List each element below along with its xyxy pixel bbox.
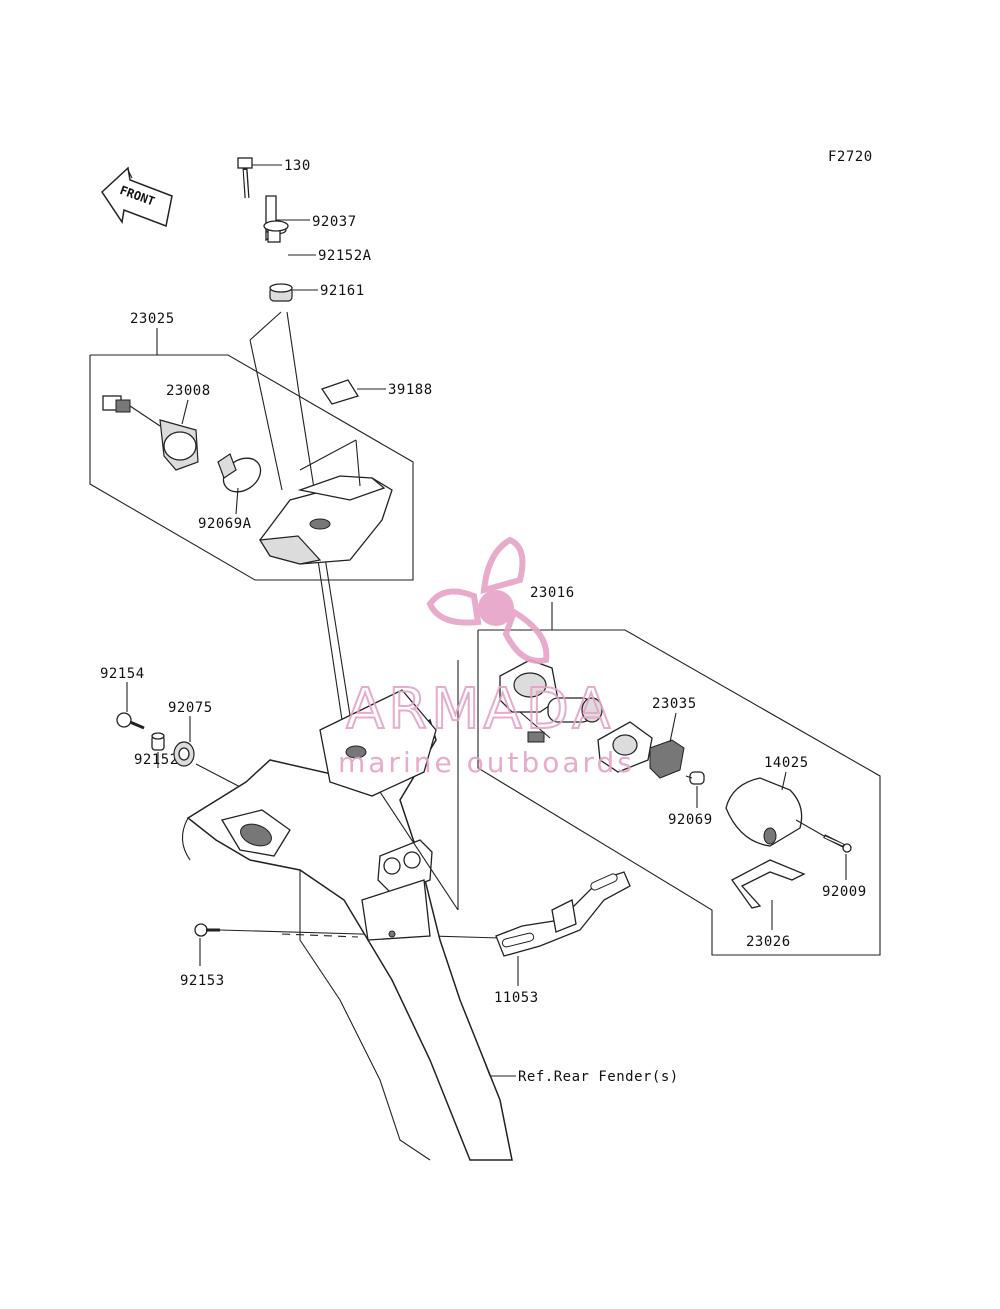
label-92161: 92161 xyxy=(320,283,365,299)
washer-92152A xyxy=(263,220,289,243)
screw-92009 xyxy=(823,834,852,853)
grommet-92161 xyxy=(269,283,293,302)
label-92154: 92154 xyxy=(100,666,145,682)
front-arrow-icon: FRONT xyxy=(101,166,173,228)
bracket-11053 xyxy=(495,871,631,957)
label-92075: 92075 xyxy=(168,700,213,716)
rear-fender xyxy=(181,689,513,1161)
bolt-92153 xyxy=(194,923,220,937)
label-23035: 23035 xyxy=(652,696,697,712)
license-lamp-socket-23016 xyxy=(499,659,603,743)
label-92069A: 92069A xyxy=(198,516,252,532)
label-92153: 92153 xyxy=(180,973,225,989)
label-92152: 92152 xyxy=(134,752,179,768)
label-92069: 92069 xyxy=(668,812,713,828)
grommet-92075 xyxy=(173,741,195,767)
label-39188: 39188 xyxy=(388,382,433,398)
figure-code: F2720 xyxy=(828,149,873,165)
label-23008: 23008 xyxy=(166,383,211,399)
bulb-92069A xyxy=(217,453,262,493)
label-23025: 23025 xyxy=(130,311,175,327)
watermark-tagline: marine outboards xyxy=(338,746,635,779)
cover-23026 xyxy=(731,859,806,909)
bulb-92069 xyxy=(685,771,705,785)
bracket-23035 xyxy=(597,721,685,779)
label-92152A: 92152A xyxy=(318,248,372,264)
watermark-brand: ARMADA xyxy=(346,677,614,742)
label-92037: 92037 xyxy=(312,214,357,230)
label-23016: 23016 xyxy=(530,585,575,601)
label-130: 130 xyxy=(284,158,311,174)
collar-92152 xyxy=(151,732,165,751)
label-23026: 23026 xyxy=(746,934,791,950)
label-ref-rear-fender: Ref.Rear Fender(s) xyxy=(518,1069,679,1085)
label-sticker-39188 xyxy=(320,379,359,405)
socket-23008 xyxy=(102,395,199,471)
watermark-logo-icon: ARMADA marine outboards xyxy=(338,536,635,779)
label-14025: 14025 xyxy=(764,755,809,771)
bolt-130 xyxy=(237,157,253,199)
label-92009: 92009 xyxy=(822,884,867,900)
lens-14025 xyxy=(725,777,803,847)
label-11053: 11053 xyxy=(494,990,539,1006)
tail-lamp-housing-23025 xyxy=(258,439,393,565)
bolt-92154 xyxy=(116,712,145,730)
